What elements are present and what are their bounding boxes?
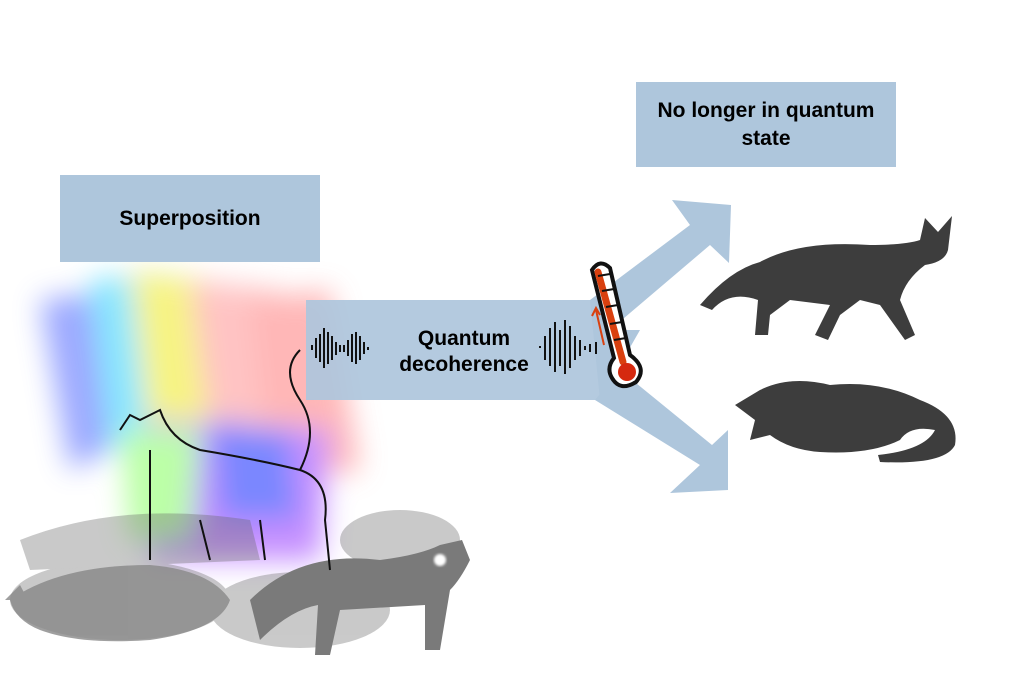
arrow-up-icon bbox=[591, 305, 605, 346]
dark-cat-lying bbox=[735, 381, 956, 463]
sound-wave-icon bbox=[539, 320, 597, 374]
thermometer-icon bbox=[589, 261, 643, 389]
grey-cat-lying bbox=[5, 565, 230, 642]
superposition-glow bbox=[40, 270, 360, 560]
sound-wave-icon bbox=[311, 328, 369, 368]
outline-cat bbox=[119, 349, 331, 571]
grey-cat-standing bbox=[250, 540, 470, 655]
superposition-label: Superposition bbox=[60, 175, 320, 262]
classical-state-label: No longer in quantum state bbox=[636, 82, 896, 167]
decoherence-label: Quantum decoherence bbox=[399, 327, 529, 377]
dark-cat-walking bbox=[700, 216, 952, 340]
